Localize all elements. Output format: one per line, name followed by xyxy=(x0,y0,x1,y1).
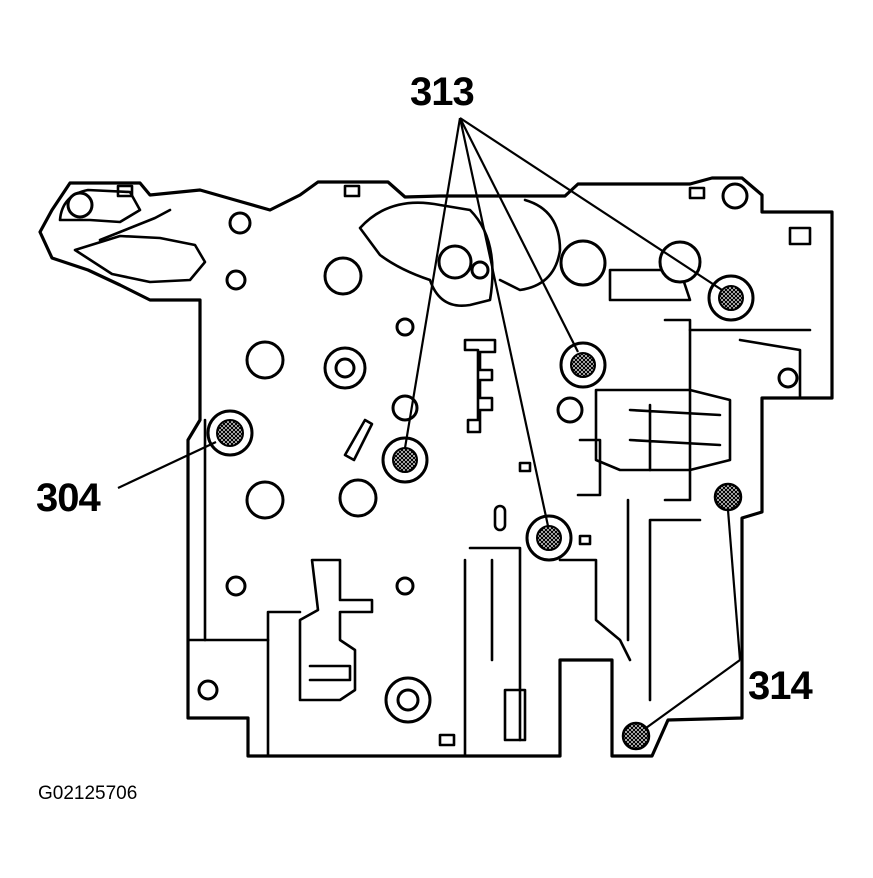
bolt-314-a xyxy=(713,482,743,512)
callout-label-313: 313 xyxy=(410,70,475,114)
bolt-313-b xyxy=(559,341,607,389)
bolt-313-c xyxy=(525,514,573,562)
bolt-304 xyxy=(206,409,254,457)
bolt-313-a xyxy=(381,436,429,484)
callout-label-304: 304 xyxy=(36,476,101,520)
figure-code: G02125706 xyxy=(38,783,138,804)
valve-body-housing xyxy=(38,176,834,758)
leader-line-304 xyxy=(117,441,217,489)
callout-label-314: 314 xyxy=(748,664,813,708)
bolt-314-b xyxy=(621,721,651,751)
leader-lines-314 xyxy=(645,509,742,729)
leader-lines-313 xyxy=(403,117,723,527)
bolt-313-d xyxy=(707,274,755,322)
